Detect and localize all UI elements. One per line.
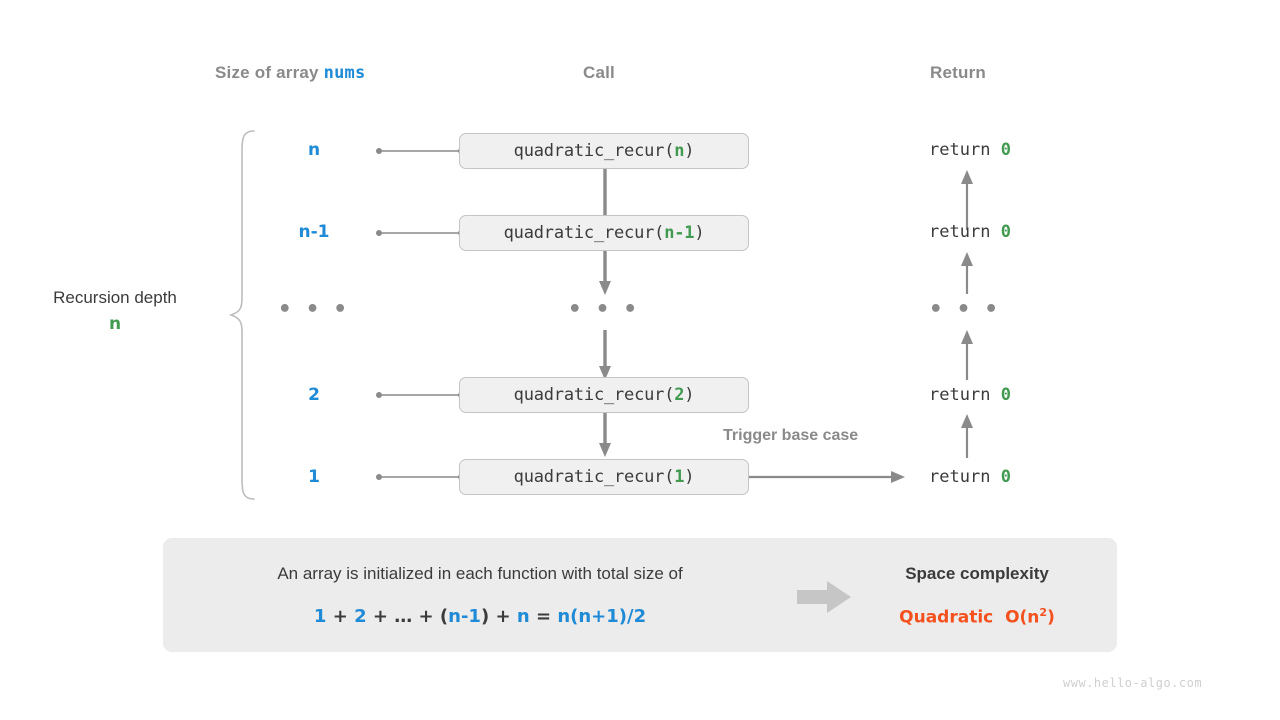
ellipsis-return-column: • • • [928, 297, 1002, 322]
formula-op-4: + [495, 606, 511, 627]
formula-paren-open: ( [439, 606, 449, 627]
formula-term-n-minus-1: n-1 [448, 606, 481, 627]
call-box-row-4-close: ) [684, 467, 695, 487]
formula-paren-close: ) [480, 606, 490, 627]
call-box-row-0-arg: n [674, 141, 685, 161]
return-label-row-3-text: return [929, 385, 1001, 405]
recursion-depth-value: n [108, 314, 122, 335]
call-arrow-row-1-to-2 [599, 251, 611, 295]
call-box-row-0-close: ) [684, 141, 695, 161]
call-box-row-0-name: quadratic_recur( [513, 141, 675, 161]
watermark: www.hello-algo.com [1063, 676, 1203, 690]
call-box-row-3-name: quadratic_recur( [513, 385, 675, 405]
call-box-row-3-arg: 2 [674, 385, 685, 405]
return-arrow-row-1-to-0 [961, 170, 973, 230]
size-label-row-4: 1 [308, 467, 320, 487]
summary-panel [163, 538, 1117, 652]
complexity-big-o-exponent: 2 [1039, 606, 1048, 619]
summary-formula: 1 + 2 + … + (n-1) + n = n(n+1)/2 [190, 606, 770, 627]
column-header-call: Call [583, 63, 615, 82]
complexity-big-o-prefix: O(n [1005, 607, 1040, 628]
return-arrow-row-2-to-1 [961, 252, 973, 294]
return-label-row-3-value: 0 [1000, 385, 1011, 405]
space-complexity-value: Quadratic O(n2) [860, 606, 1094, 628]
connector-line-row-4 [376, 474, 464, 480]
trigger-base-case-note: Trigger base case [723, 427, 859, 444]
formula-term-2: 2 [354, 606, 367, 627]
return-label-row-0: return 0 [880, 140, 1060, 160]
complexity-kind: Quadratic [899, 607, 994, 628]
size-label-row-0: n [307, 140, 321, 160]
call-box-row-1-close: ) [694, 223, 705, 243]
call-box-row-4-name: quadratic_recur( [513, 467, 675, 487]
return-label-row-4-value: 0 [1000, 467, 1011, 487]
call-box-row-1[interactable]: quadratic_recur(n-1) [459, 215, 749, 251]
return-arrow-row-3-to-2 [961, 330, 973, 380]
recursion-depth-label: Recursion depth n [10, 285, 220, 338]
call-box-row-1-name: quadratic_recur( [503, 223, 665, 243]
formula-term-n: n [516, 606, 530, 627]
column-header-size-of-array: Size of array nums [215, 63, 365, 83]
call-arrow-row-2-to-3 [599, 330, 611, 380]
call-box-row-4-arg: 1 [674, 467, 685, 487]
return-label-row-0-value: 0 [1000, 140, 1011, 160]
return-label-row-1: return 0 [880, 222, 1060, 242]
return-label-row-4: return 0 [880, 467, 1060, 487]
formula-result: n(n+1)/2 [557, 606, 647, 627]
complexity-big-o-suffix: ) [1047, 607, 1055, 628]
connector-line-row-0 [376, 148, 464, 154]
formula-equals: = [535, 606, 552, 627]
ellipsis-size-column: • • • [277, 297, 351, 322]
connector-line-row-3 [376, 392, 464, 398]
call-arrow-row-3-to-4 [599, 413, 611, 457]
return-label-row-4-text: return [929, 467, 1001, 487]
call-box-row-4[interactable]: quadratic_recur(1) [459, 459, 749, 495]
recursion-depth-brace [228, 130, 255, 500]
base-case-return-arrow [749, 471, 905, 483]
ellipsis-call-column: • • • [567, 297, 641, 322]
summary-description: An array is initialized in each function… [277, 564, 683, 583]
call-box-row-3-close: ) [684, 385, 695, 405]
implies-arrow-icon [797, 581, 851, 613]
formula-term-1: 1 [313, 606, 327, 627]
size-label-row-1: n-1 [298, 222, 330, 242]
return-arrow-row-4-to-3 [961, 414, 973, 458]
column-header-return: Return [930, 63, 986, 82]
connector-line-row-1 [376, 230, 464, 236]
return-label-row-3: return 0 [880, 385, 1060, 405]
call-box-row-0[interactable]: quadratic_recur(n) [459, 133, 749, 169]
return-label-row-1-value: 0 [1000, 222, 1011, 242]
call-box-row-1-arg: n-1 [664, 223, 695, 243]
recursion-depth-text: Recursion depth [53, 288, 177, 307]
space-complexity-title: Space complexity [905, 564, 1049, 583]
size-label-row-3: 2 [308, 385, 320, 405]
column-header-size-prefix: Size of array [215, 63, 324, 82]
formula-ellipsis: … [394, 606, 413, 627]
call-box-row-3[interactable]: quadratic_recur(2) [459, 377, 749, 413]
return-label-row-1-text: return [929, 222, 1001, 242]
return-label-row-0-text: return [929, 140, 1001, 160]
formula-op-2: + [372, 606, 388, 627]
formula-op-3: + [418, 606, 434, 627]
formula-op-1: + [332, 606, 348, 627]
column-header-nums-code: nums [323, 63, 366, 83]
